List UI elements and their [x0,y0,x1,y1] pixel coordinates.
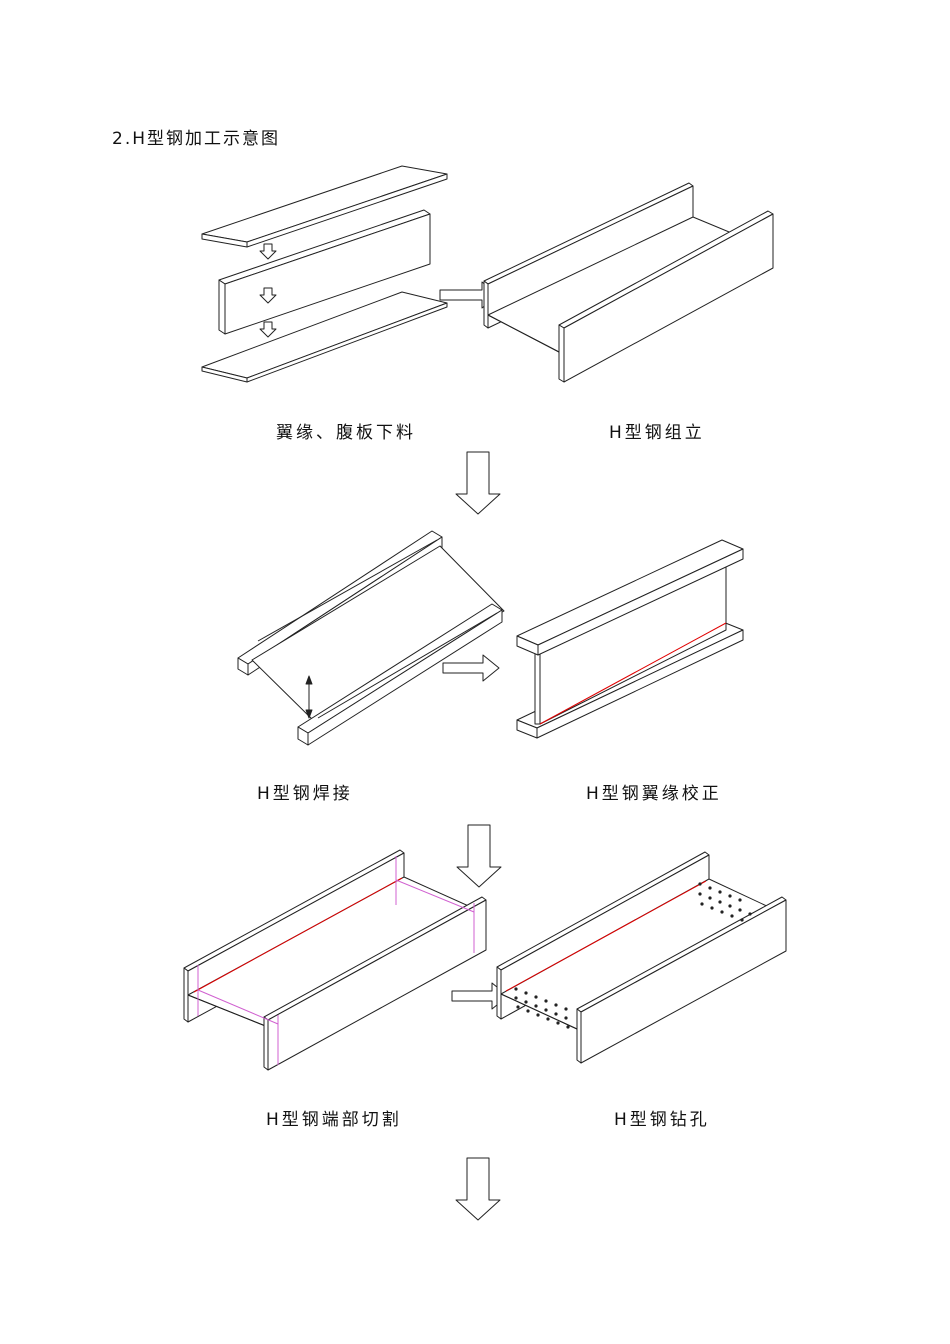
bolt-holes-far [698,882,752,922]
end-cutting-illustration [183,849,487,1071]
down-arrow-icon [455,451,501,515]
bottom-flange-plate [201,291,448,383]
down-arrow-icon [259,243,277,260]
top-flange-plate [201,165,448,248]
right-arrow-icon [442,654,500,682]
caption-assembly: H型钢组立 [609,423,705,443]
caption-cutting-plates: 翼缘、腹板下料 [276,423,416,443]
assembly-illustration [483,182,774,383]
diagram-title: 2.H型钢加工示意图 [112,129,281,149]
down-arrow-icon [456,824,502,888]
down-arrow-icon [259,321,277,338]
drilling-illustration [496,851,787,1064]
down-arrow-icon [455,1157,501,1221]
welding-illustration [237,530,505,746]
caption-end-cutting: H型钢端部切割 [266,1110,402,1130]
double-arrow-icon [305,675,313,719]
flange-correction-illustration [516,539,744,739]
caption-welding: H型钢焊接 [257,784,353,804]
bolt-holes-near [514,987,570,1029]
caption-flange-correction: H型钢翼缘校正 [586,784,722,804]
down-arrow-icon [259,287,277,304]
web-plate [218,209,431,335]
cutting-plates-illustration [201,165,448,383]
caption-drilling: H型钢钻孔 [614,1110,710,1130]
